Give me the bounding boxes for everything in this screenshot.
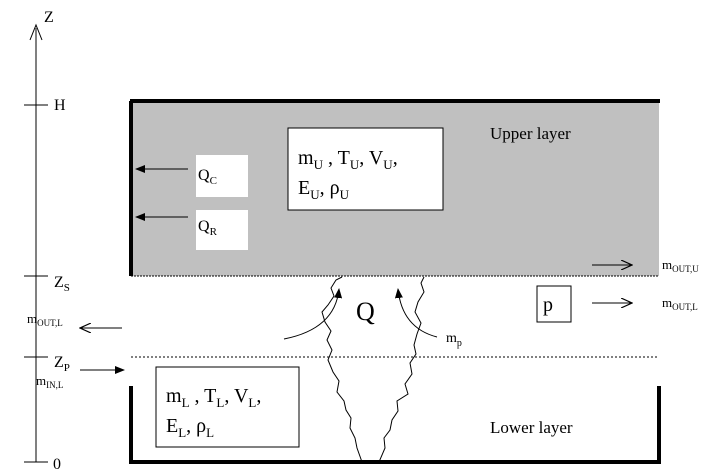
radiative-label-box [196,210,248,250]
plume-left-edge [321,276,363,463]
fire-plume [321,276,425,463]
room-outline [129,99,661,464]
tick-label-zp: ZP [54,354,70,374]
z-axis-label: Z [44,9,54,26]
convective-label-box [196,155,248,197]
tick-label-zs: ZS [54,274,70,294]
entrainment-right-arrow [394,288,438,338]
lower-layer-label: Lower layer [490,418,573,437]
upper-properties-line1: mU , TU, VU, [298,147,398,172]
upper-layer-properties: mU , TU, VU, EU, ρU [287,127,444,211]
lower-properties-line2: EL, ρL [166,415,214,440]
pressure-box [536,285,572,323]
convective-heat-loss: QC [135,155,248,197]
fire-heat-label: Q [356,297,375,326]
upper-properties-box [287,127,444,211]
z-axis-arrow-icon [29,23,43,41]
tick-label-h: H [54,97,66,114]
lower-properties-line1: mL , TL, VL, [166,385,261,410]
entrainment-left-arrow [283,288,343,340]
out-lower-right-label: mOUT,L [662,295,698,312]
out-upper-label: mOUT,U [662,257,699,274]
z-axis: Z H ZS ZP 0 [24,9,70,469]
upper-properties-line2: EU, ρU [298,177,350,202]
pressure-label: p [543,294,553,316]
plume-right-edge [378,276,425,463]
lower-properties-box [155,366,300,448]
plume-flow-label: mp [446,331,462,349]
tick-label-zero: 0 [53,456,61,469]
radiative-heat-loss: QR [135,210,248,250]
convective-label: QC [198,167,217,187]
radiative-label: QR [198,218,218,238]
out-lower-left-label: mOUT,L [27,311,63,328]
upper-layer-label: Upper layer [490,124,571,143]
in-lower-label: mIN,L [36,373,63,390]
lower-layer-properties: mL , TL, VL, EL, ρL [155,366,300,448]
